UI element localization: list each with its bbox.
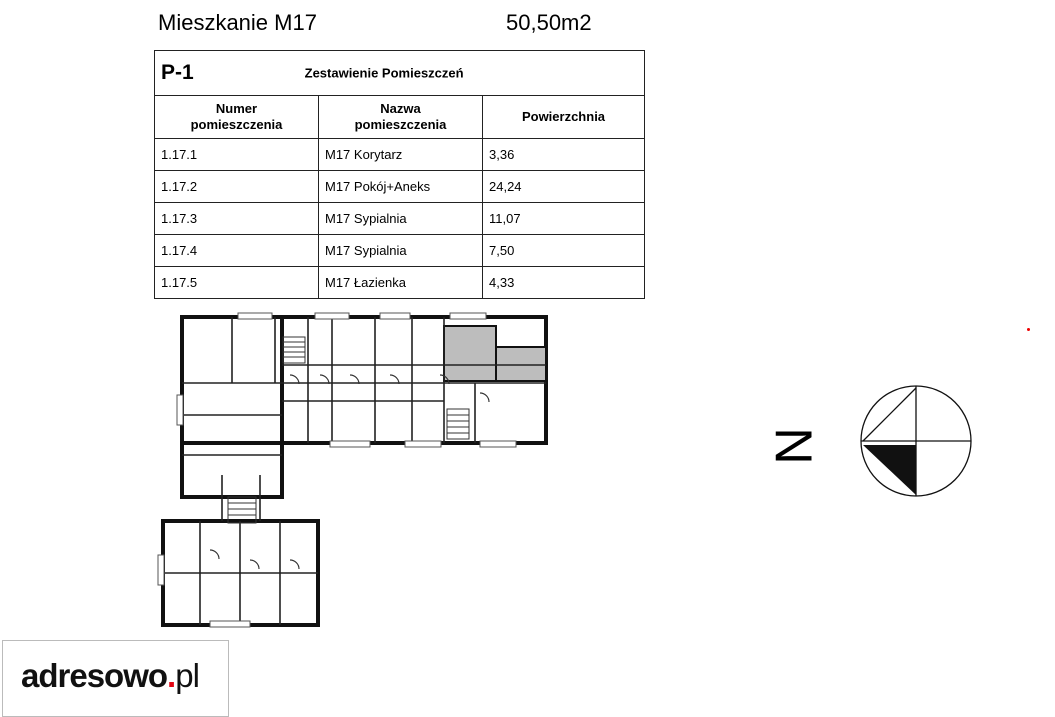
apartment-title: Mieszkanie M17	[158, 10, 317, 35]
room-area: 7,50	[482, 234, 645, 267]
room-name: M17 Korytarz	[318, 138, 483, 171]
room-name: M17 Łazienka	[318, 266, 483, 299]
room-number: 1.17.3	[154, 202, 319, 235]
table-row: 1.17.5 M17 Łazienka 4,33	[154, 266, 645, 299]
compass-rose-icon	[860, 385, 972, 497]
col-header-area: Powierzchnia	[482, 95, 645, 139]
marker-dot	[1027, 328, 1030, 331]
compass-needle-icon	[863, 445, 916, 495]
door-swings	[209, 374, 490, 570]
apartment-area: 50,50m2	[506, 10, 592, 35]
logo: adresowo.pl	[2, 640, 229, 717]
room-number: 1.17.4	[154, 234, 319, 267]
staircases	[227, 336, 470, 524]
logo-text: adresowo.pl	[21, 657, 200, 694]
north-arrow: N	[770, 385, 972, 497]
room-number: 1.17.5	[154, 266, 319, 299]
windows	[157, 312, 517, 628]
table-row: 1.17.3 M17 Sypialnia 11,07	[154, 202, 645, 235]
table-row: 1.17.1 M17 Korytarz 3,36	[154, 138, 645, 171]
room-number: 1.17.1	[154, 138, 319, 171]
room-number: 1.17.2	[154, 170, 319, 203]
room-name: M17 Sypialnia	[318, 234, 483, 267]
north-label: N	[770, 427, 824, 465]
room-area: 4,33	[482, 266, 645, 299]
inner-walls	[163, 317, 546, 625]
table-row: 1.17.4 M17 Sypialnia 7,50	[154, 234, 645, 267]
apartment-m17-highlight	[443, 325, 497, 382]
apartment-m17-highlight-2	[495, 346, 547, 382]
room-name: M17 Sypialnia	[318, 202, 483, 235]
floor-plan	[157, 312, 548, 628]
room-area: 3,36	[482, 138, 645, 171]
table-row: 1.17.2 M17 Pokój+Aneks 24,24	[154, 170, 645, 203]
room-area: 11,07	[482, 202, 645, 235]
sheet-code: P-1	[161, 61, 194, 84]
room-schedule-table: P-1 Zestawienie Pomieszczeń Numer pomies…	[154, 50, 645, 299]
room-area: 24,24	[482, 170, 645, 203]
room-name: M17 Pokój+Aneks	[318, 170, 483, 203]
col-header-number: Numer pomieszczenia	[154, 95, 319, 139]
table-header-row: P-1 Zestawienie Pomieszczeń	[154, 50, 645, 96]
col-header-name: Nazwa pomieszczenia	[318, 95, 483, 139]
table-title: Zestawienie Pomieszczeń	[304, 65, 464, 81]
column-headers: Numer pomieszczenia Nazwa pomieszczenia …	[154, 95, 645, 139]
